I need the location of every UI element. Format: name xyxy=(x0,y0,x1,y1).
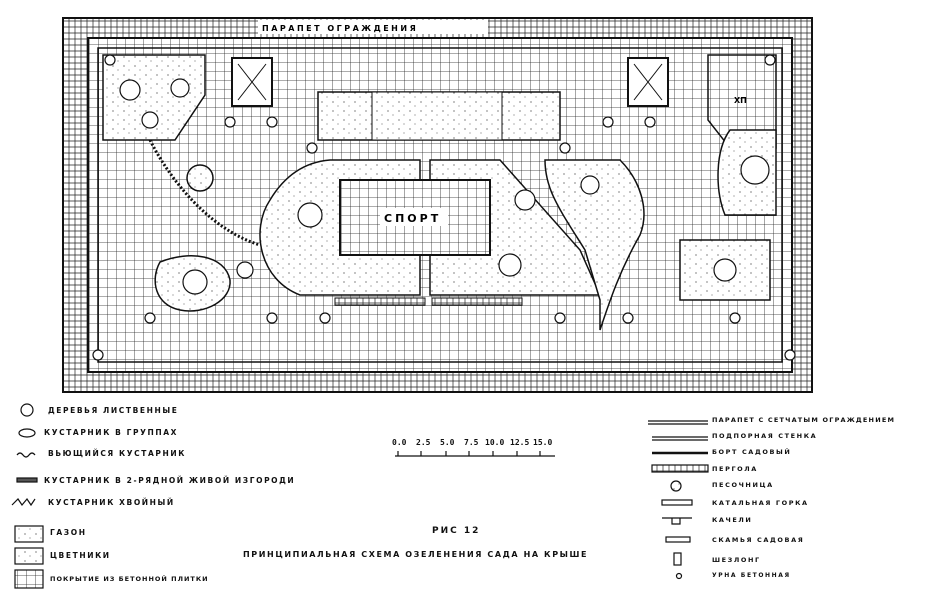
legend-label: ЦВЕТНИКИ xyxy=(50,551,111,560)
urn-icon xyxy=(675,572,683,580)
legend-label: СКАМЬЯ САДОВАЯ xyxy=(712,536,805,544)
legend-label: ШЕЗЛОНГ xyxy=(712,556,761,564)
legend-label: ПОКРЫТИЕ ИЗ БЕТОННОЙ ПЛИТКИ xyxy=(50,575,209,583)
legend-label: УРНА БЕТОННАЯ xyxy=(712,572,791,579)
deciduous-tree-icon xyxy=(20,403,34,417)
scale-bar xyxy=(395,451,555,457)
legend-label: ДЕРЕВЬЯ ЛИСТВЕННЫЕ xyxy=(48,406,179,415)
scale-tick: 10.0 xyxy=(485,438,505,447)
conifer-shrub-icon xyxy=(11,497,36,507)
slide-icon xyxy=(661,499,693,506)
tile-paving-icon xyxy=(14,569,44,589)
room-label: ХП xyxy=(734,96,747,105)
legend-label: ПЕРГОЛА xyxy=(712,465,758,473)
scale-tick: 15.0 xyxy=(533,438,553,447)
scale-tick: 2.5 xyxy=(416,438,431,447)
flowerbed-icon xyxy=(14,547,44,565)
lawn-icon xyxy=(14,525,44,543)
lawn-right-crescent xyxy=(544,159,645,331)
legend-symbols xyxy=(11,403,709,589)
scale-tick: 12.5 xyxy=(510,438,530,447)
legend-label: БОРТ САДОВЫЙ xyxy=(712,448,792,456)
parapet-caption-band xyxy=(258,20,488,34)
lawn-top-left xyxy=(102,54,206,141)
figure-caption: ПРИНЦИПИАЛЬНАЯ СХЕМА ОЗЕЛЕНЕНИЯ САДА НА … xyxy=(243,550,589,559)
legend-label: КАЧЕЛИ xyxy=(712,516,753,524)
urns xyxy=(92,54,796,361)
sandbox-icon xyxy=(670,480,682,492)
pergola-icon xyxy=(651,464,709,473)
swing-icon xyxy=(662,517,692,525)
elevator-shaft-left xyxy=(231,57,273,107)
scale-tick: 5.0 xyxy=(440,438,455,447)
climbing-shrub-icon xyxy=(16,452,36,458)
figure-number: РИС 12 xyxy=(432,526,481,536)
deck-chair-icon xyxy=(673,552,682,566)
legend-label: ПАРАПЕТ С СЕТЧАТЫМ ОГРАЖДЕНИЕМ xyxy=(712,416,896,424)
legend-label: ПЕСОЧНИЦА xyxy=(712,481,774,489)
legend-label: КУСТАРНИК ХВОЙНЫЙ xyxy=(48,498,175,507)
shrub-group-icon xyxy=(18,428,36,438)
trees xyxy=(119,78,770,295)
elevator-shaft-right xyxy=(627,57,669,107)
scale-tick: 0.0 xyxy=(392,438,407,447)
legend-label: КУСТАРНИК В ГРУППАХ xyxy=(44,428,179,437)
parapet-fence-icon xyxy=(648,420,708,425)
legend-label: КУСТАРНИК В 2-РЯДНОЙ ЖИВОЙ ИЗГОРОДИ xyxy=(44,476,296,485)
bench-icon xyxy=(665,536,691,543)
pergola-left xyxy=(334,297,426,306)
hedge-icon xyxy=(16,477,38,483)
retaining-wall-icon xyxy=(652,436,708,441)
legend-label: КАТАЛЬНАЯ ГОРКА xyxy=(712,499,809,507)
scale-tick: 7.5 xyxy=(464,438,479,447)
parapet-caption: ПАРАПЕТ ОГРАЖДЕНИЯ xyxy=(262,24,418,33)
legend-label: ВЬЮЩИЙСЯ КУСТАРНИК xyxy=(48,449,186,458)
playground-curve xyxy=(148,139,261,247)
legend-label: ПОДПОРНАЯ СТЕНКА xyxy=(712,432,818,440)
pergola-right xyxy=(431,297,523,306)
sport-label: СПОРТ xyxy=(384,212,441,225)
legend-label: ГАЗОН xyxy=(50,528,87,537)
sandbox xyxy=(186,164,214,192)
